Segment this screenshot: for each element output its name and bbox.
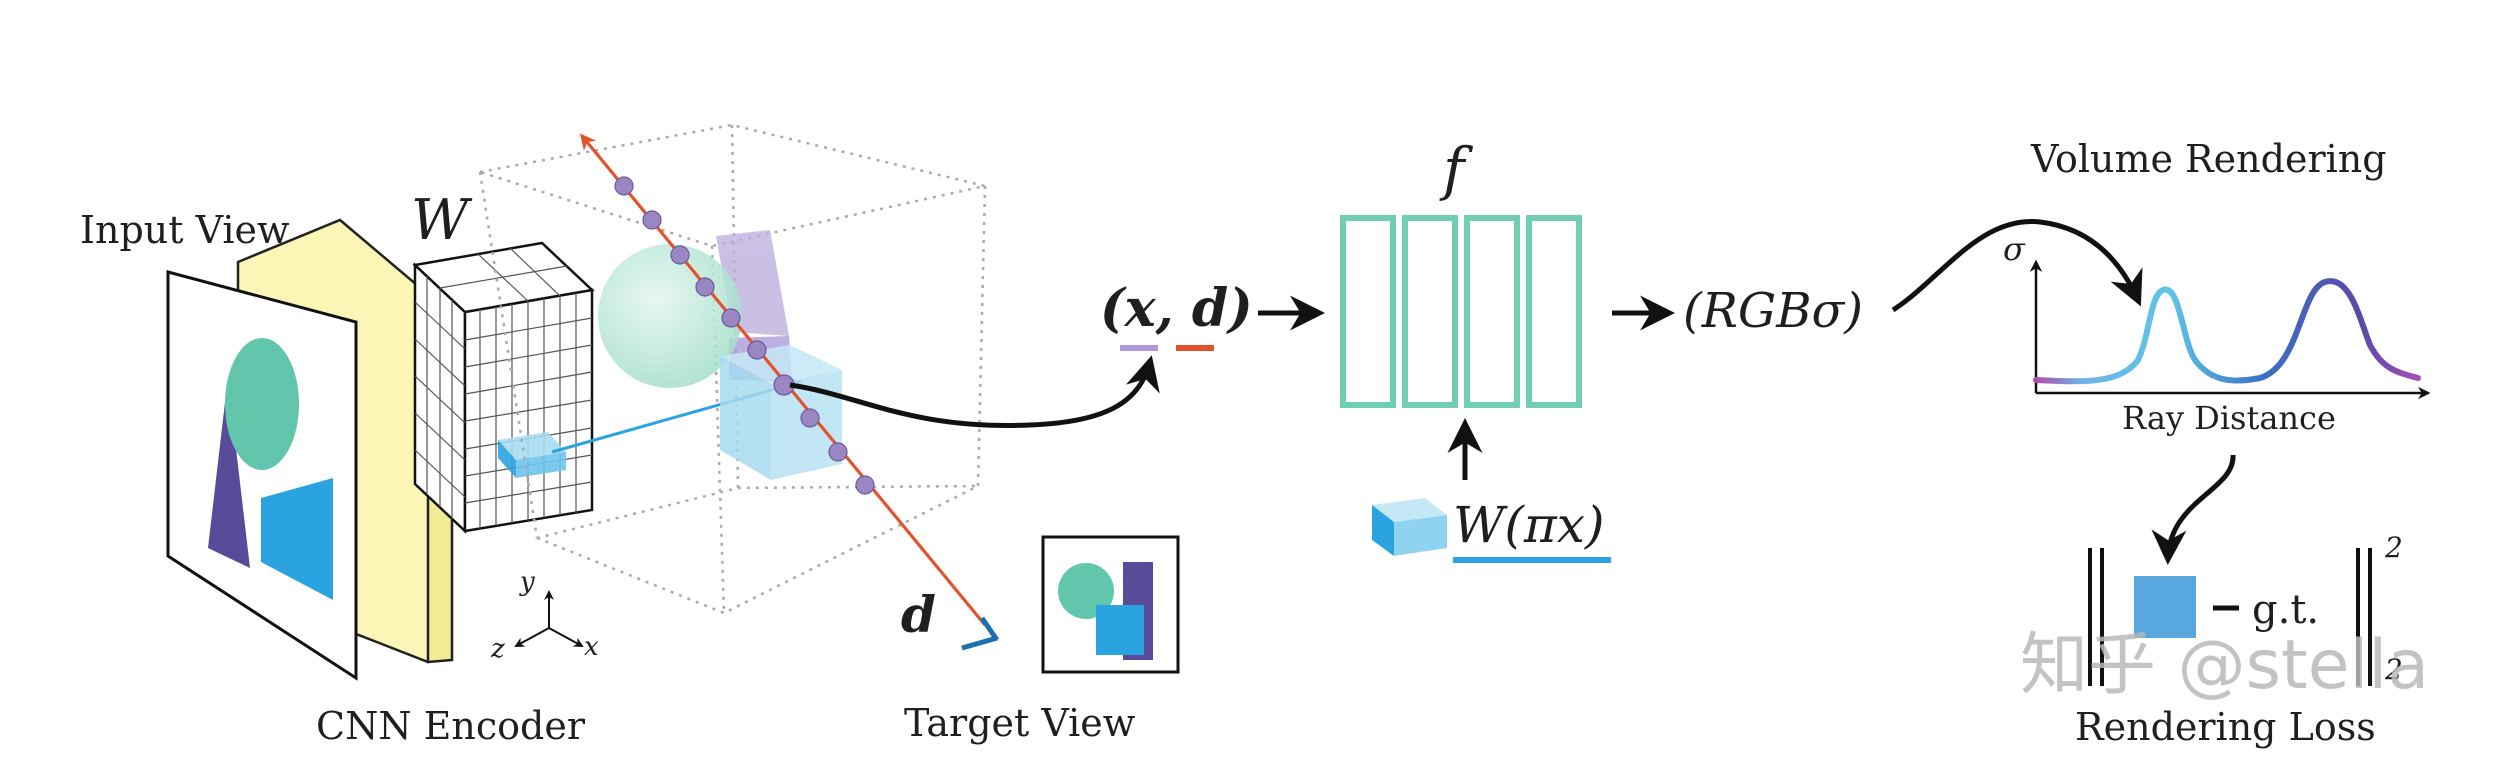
volume-rendering-plot	[2029, 259, 2431, 400]
feature-underline	[1453, 557, 1611, 563]
axis-z-label: z	[491, 634, 505, 664]
volume-rendering-label: Volume Rendering	[2031, 137, 2387, 181]
feature-grid-label: W	[411, 188, 469, 253]
ground-truth-label: g.t.	[2252, 587, 2320, 633]
render-to-loss-arrow	[2151, 454, 2236, 565]
target-view-label: Target View	[904, 701, 1136, 745]
target-view-image	[1041, 535, 1180, 674]
axis-x-label: x	[584, 632, 599, 662]
sample-to-query-arrow	[789, 355, 1160, 428]
input-view-label: Input View	[80, 208, 290, 252]
sigma-axis-label: σ	[2003, 230, 2025, 268]
direction-label: d	[901, 585, 936, 644]
mlp-f	[1340, 215, 1582, 408]
rendered-pixel	[2134, 576, 2196, 638]
target-camera-icon	[961, 616, 1000, 651]
pixel-feature-label: W(πx)	[1453, 496, 1605, 554]
coordinate-axes	[514, 590, 584, 647]
mlp-label: f	[1443, 135, 1465, 203]
output-to-render-arrow	[1891, 219, 2143, 313]
feature-grid-W	[412, 241, 595, 534]
feature-cube-icon	[1372, 498, 1447, 556]
norm-exponent: 2	[2385, 531, 2403, 564]
rendering-loss-label: Rendering Loss	[2075, 705, 2376, 749]
density-curve	[2033, 278, 2421, 385]
norm-subscript: 2	[2385, 653, 2403, 686]
d-underline	[1176, 345, 1214, 351]
ray-sample-points	[614, 176, 875, 495]
input-view-image	[166, 270, 358, 681]
output-label: (RGBσ)	[1683, 283, 1863, 339]
ray-distance-label: Ray Distance	[2122, 399, 2336, 437]
rendering-loss	[2088, 548, 2372, 686]
query-label: (x, d)	[1100, 278, 1253, 339]
cnn-encoder-label: CNN Encoder	[316, 704, 586, 748]
watermark: 知乎 @stella	[2020, 626, 2429, 705]
axis-y-label: y	[520, 567, 535, 597]
cube-object	[720, 345, 842, 480]
x-underline	[1120, 345, 1158, 351]
